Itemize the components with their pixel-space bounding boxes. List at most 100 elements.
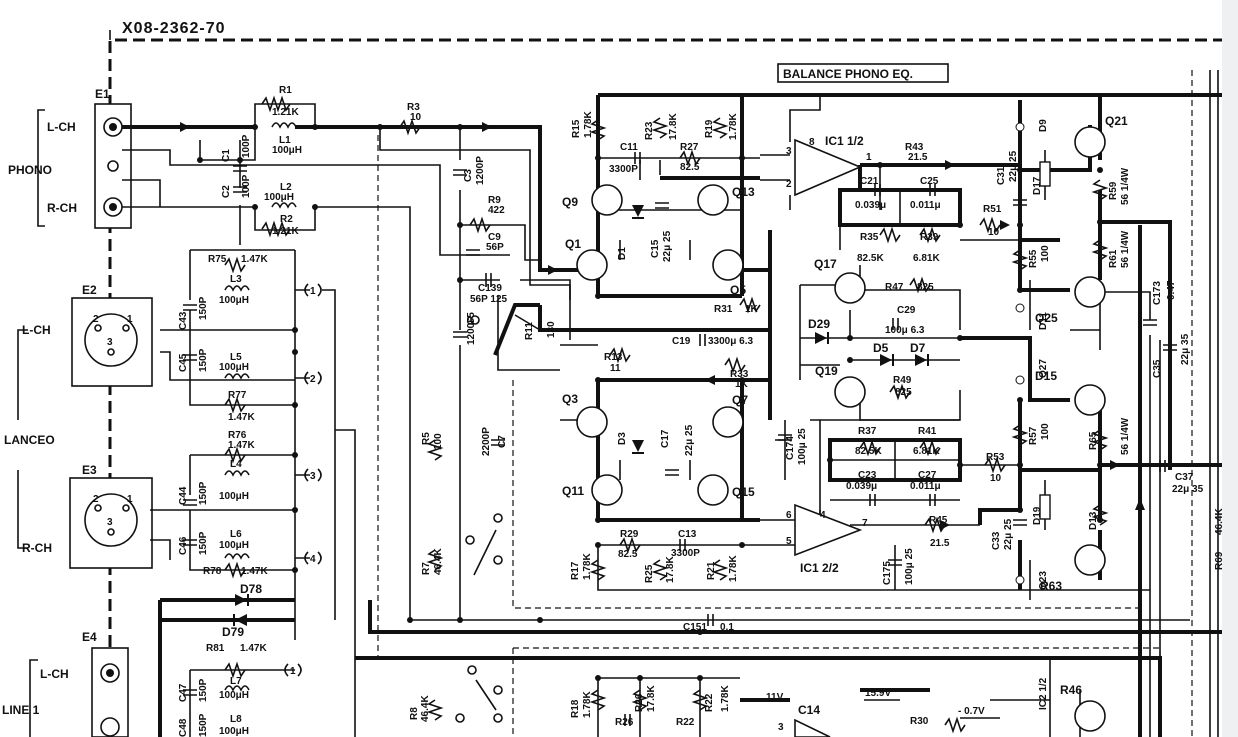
- e3-rch-label: R-CH: [22, 541, 52, 555]
- ref-l4: L4: [230, 459, 242, 470]
- pin-ic1b-6: 6: [786, 510, 792, 521]
- val-r81: 1.47K: [240, 643, 267, 654]
- val-c23: 0.039μ: [846, 481, 877, 492]
- ref-d5: D5: [873, 341, 889, 355]
- ref-r35: R35: [860, 232, 879, 243]
- wiring: [122, 93, 1222, 737]
- ref-l1: L1: [279, 135, 291, 146]
- ref-c27: C27: [918, 470, 937, 481]
- ref-q21: Q21: [1105, 114, 1128, 128]
- val-r29: 82.5: [618, 549, 638, 560]
- ref-l8: L8: [230, 714, 242, 725]
- val-r57: 100: [1040, 423, 1051, 440]
- ref-r22: R22: [704, 693, 715, 712]
- ref-d3: D3: [617, 432, 628, 445]
- e2-pin-3: 3: [107, 337, 113, 348]
- val-r53: 10: [990, 473, 1002, 484]
- val-c48: 150P: [198, 713, 209, 737]
- pin-ic1a-2: 2: [786, 179, 792, 190]
- pin-ic1a-3: 3: [786, 146, 792, 157]
- jack-e2: E2 2 1 3 L-CH: [17, 283, 153, 549]
- e3-pin-2: 2: [93, 494, 99, 505]
- ref-r17: R17: [570, 561, 581, 580]
- ref-c48: C48: [178, 718, 189, 737]
- inductor-symbols: [224, 122, 297, 692]
- val-r69: 46.4K: [1214, 508, 1225, 535]
- ref-r31: R31: [714, 304, 733, 315]
- ref-ic1a: IC1 1/2: [825, 134, 864, 148]
- drawing-number: X08-2362-70: [122, 20, 226, 37]
- val-c31: 22μ 25: [1008, 150, 1019, 182]
- ref-c3: C3: [463, 169, 474, 182]
- phono-label: PHONO: [8, 163, 52, 177]
- val-l5: 100μH: [219, 362, 249, 373]
- ref-d79: D79: [222, 625, 244, 639]
- ref-c14: R26: [615, 717, 634, 728]
- board-outline: [108, 30, 1222, 737]
- ref-r15: R15: [571, 119, 582, 138]
- pin-ic1a-1: 1: [866, 152, 872, 163]
- ref-r57: R57: [1028, 426, 1039, 445]
- page-edge-strip: [1222, 0, 1238, 737]
- ref-r43: R43: [905, 142, 924, 153]
- ref-c45: C45: [178, 353, 189, 372]
- ref-r37: R37: [858, 426, 877, 437]
- ref-d15: Q27: [1038, 359, 1049, 378]
- val-r47: 825: [917, 282, 934, 293]
- ref-l5: L5: [230, 352, 242, 363]
- ref-c174: C174: [785, 436, 796, 460]
- val-r13: 11: [610, 363, 621, 374]
- ref-r2: R2: [280, 214, 293, 225]
- ref-r81: R81: [206, 643, 225, 654]
- vertical-labels: C1 100P C2 100P C3 1200P R11 130 C5 1200…: [178, 111, 1225, 737]
- ref-r11: R11: [524, 322, 535, 340]
- val-r76: 1.47K: [228, 440, 255, 451]
- val-c21: 0.039μ: [855, 200, 886, 211]
- jack-e3: E3 2 1 3 R-CH: [22, 463, 153, 569]
- ref-r63: D13: [1088, 511, 1099, 530]
- ref-c7: C7: [497, 435, 508, 448]
- val-c45: 150P: [198, 348, 209, 372]
- val-r61: 56 1/4W: [1120, 230, 1131, 268]
- val-c174: 100μ 25: [797, 428, 808, 465]
- val-r3: 10: [410, 112, 422, 123]
- val-c15: 22μ 25: [662, 230, 673, 262]
- ref-q3: Q3: [562, 392, 578, 406]
- val-r39: 6.81K: [913, 253, 940, 264]
- val-r37: 82.5K: [855, 446, 882, 457]
- ref-d17: D17: [1032, 176, 1043, 195]
- ref-r49: R49: [893, 375, 912, 386]
- val-c19: 3300μ 6.3: [708, 336, 753, 347]
- ref-r75: R75: [208, 254, 227, 265]
- capacitor-symbols: [183, 152, 1177, 726]
- val-c17: 22μ 25: [684, 424, 695, 456]
- ref-q23: R63: [1040, 579, 1062, 593]
- val-c11: 3300P: [609, 164, 638, 175]
- val-l7: 100μH: [219, 690, 249, 701]
- ref-c46: C46: [178, 536, 189, 555]
- val-r45: 21.5: [930, 538, 950, 549]
- ref-q25: Q25: [1035, 311, 1058, 325]
- val-r65: 56 1/4W: [1120, 417, 1131, 455]
- val-r27: 82.5: [680, 162, 700, 173]
- ref-d11: D11: [1038, 312, 1049, 330]
- ref-q24: R46: [1060, 683, 1082, 697]
- ref-q15: Q15: [732, 485, 755, 499]
- ref-c43: C43: [178, 311, 189, 330]
- val-r59: 56 1/4W: [1120, 167, 1131, 205]
- val-c175: 100μ 25: [904, 548, 915, 585]
- val-c13: 3300P: [671, 548, 700, 559]
- ref-l7: L7: [230, 676, 242, 687]
- volt-11v: 11V: [766, 692, 784, 703]
- ref-c35: C35: [1152, 359, 1163, 378]
- component-labels: R1 1.21K L1 100μH L2 100μH R2 1.21K R3 1…: [203, 85, 1128, 737]
- ref-c173: C173: [1152, 281, 1163, 305]
- pin-ic2a-3: 3: [778, 722, 784, 733]
- val-r75: 1.47K: [241, 254, 268, 265]
- ref-r9: R9: [488, 195, 501, 206]
- val-c7: 2200P: [481, 427, 492, 456]
- ref-c11: C11: [620, 142, 638, 153]
- val-c139: 56P 125: [470, 294, 508, 305]
- ref-d1: D1: [617, 247, 628, 260]
